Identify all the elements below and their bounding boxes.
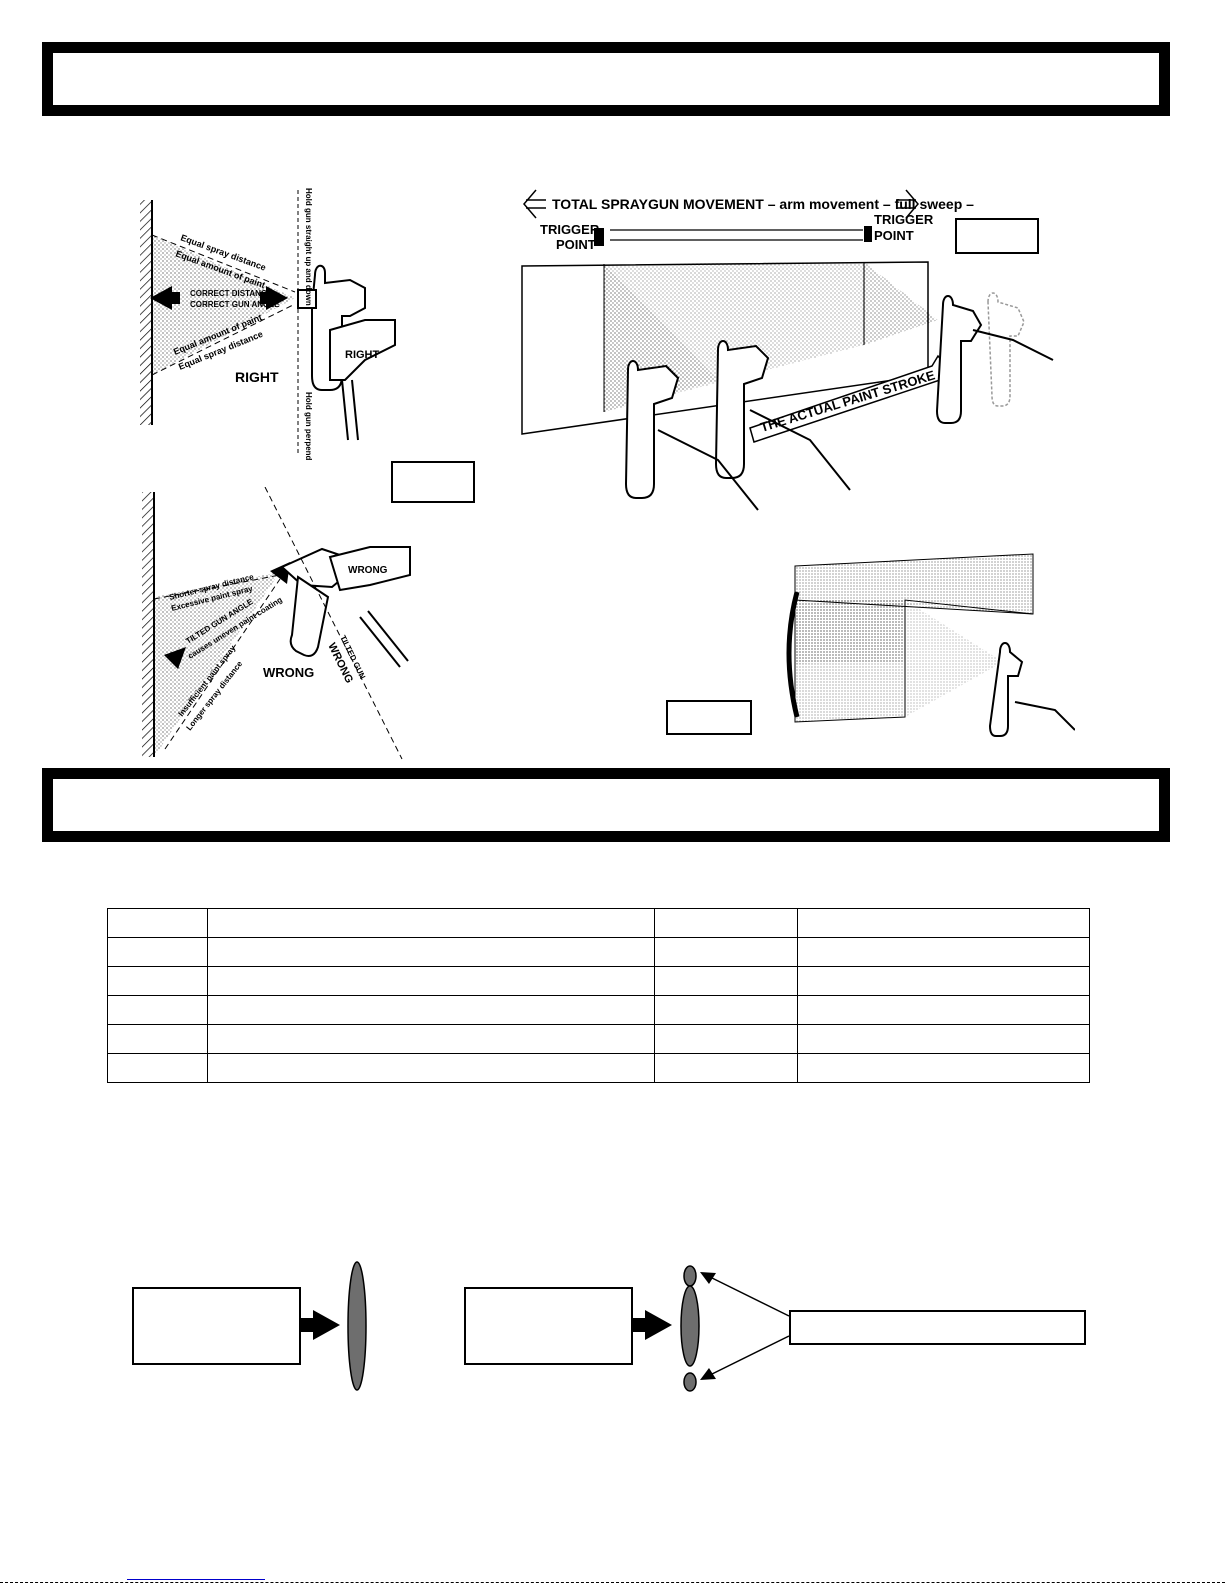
trigger-right-2: POINT xyxy=(874,228,914,243)
table-cell xyxy=(107,966,208,996)
table-cell xyxy=(797,1024,1090,1054)
right-label-main: RIGHT xyxy=(235,369,279,385)
stroke-total: TOTAL SPRAYGUN MOVEMENT – arm movement –… xyxy=(552,196,974,212)
table-cell xyxy=(654,966,799,996)
tail-bottom-ellipse xyxy=(683,1372,697,1392)
wrong-label-hand: WRONG xyxy=(348,565,388,576)
table-row xyxy=(107,908,1090,938)
section-banner-bottom xyxy=(42,768,1170,842)
trigger-right-1: TRIGGER xyxy=(874,212,934,227)
good-pattern-ellipse xyxy=(347,1261,367,1391)
section-banner-top xyxy=(42,42,1170,116)
table-cell xyxy=(107,908,208,938)
table-cell xyxy=(206,908,656,938)
table-row xyxy=(107,995,1090,1025)
table-cell xyxy=(206,1024,656,1054)
figure-overlap-coat xyxy=(775,552,1075,747)
figure-label-box-2 xyxy=(955,218,1039,254)
figure-right-technique: Equal spray distance Equal amount of pai… xyxy=(130,180,430,460)
table-row xyxy=(107,1024,1090,1054)
wrong-label-main: WRONG xyxy=(263,665,314,680)
spec-table xyxy=(107,908,1090,1083)
arrow-shaft xyxy=(633,1318,645,1332)
table-row xyxy=(107,966,1090,996)
figure-label-box-1 xyxy=(391,461,475,503)
right-center1: CORRECT DISTANCE xyxy=(190,289,273,298)
footer-link-underline xyxy=(127,1579,265,1580)
right-top-note: Hold gun straight up and down xyxy=(304,188,313,306)
table-cell xyxy=(654,1024,799,1054)
trigger-left-2: POINT xyxy=(556,237,596,252)
right-label-hand: RIGHT xyxy=(345,349,380,361)
pattern-box-left xyxy=(132,1287,301,1365)
table-cell xyxy=(797,937,1090,967)
section-banner-top-inner xyxy=(51,51,1161,107)
right-bottom-note: Hold gun perpendicular xyxy=(304,392,313,460)
footer-rule xyxy=(0,1582,1225,1583)
table-cell xyxy=(206,995,656,1025)
figure-paint-stroke: TOTAL SPRAYGUN MOVEMENT – arm movement –… xyxy=(518,180,1058,545)
pattern-box-middle xyxy=(464,1287,633,1365)
table-cell xyxy=(797,1053,1090,1083)
table-row xyxy=(107,937,1090,967)
arrow-right-icon xyxy=(645,1310,672,1340)
table-cell xyxy=(107,1024,208,1054)
pattern-box-right xyxy=(789,1310,1086,1345)
figure-label-box-3 xyxy=(666,700,752,735)
table-cell xyxy=(797,908,1090,938)
trigger-left-1: TRIGGER xyxy=(540,222,600,237)
table-cell xyxy=(107,995,208,1025)
arrow-up-left-icon xyxy=(700,1272,716,1284)
arrow-right-icon xyxy=(313,1310,340,1340)
wall-hatch-icon xyxy=(142,492,154,757)
table-cell xyxy=(107,937,208,967)
tail-top-ellipse xyxy=(683,1265,697,1287)
table-cell xyxy=(654,937,799,967)
table-cell xyxy=(797,966,1090,996)
table-row xyxy=(107,1053,1090,1083)
table-cell xyxy=(206,937,656,967)
right-center2: CORRECT GUN ANGLE xyxy=(190,300,280,309)
table-cell xyxy=(654,1053,799,1083)
table-cell xyxy=(206,1053,656,1083)
spray-pattern-diagram xyxy=(301,1261,790,1392)
table-cell xyxy=(654,908,799,938)
center-ellipse xyxy=(680,1285,700,1367)
arrow-down-left-icon xyxy=(700,1368,716,1380)
figure-wrong-technique: Shorter spray distance Excessive paint s… xyxy=(130,487,430,762)
table-cell xyxy=(797,995,1090,1025)
table-cell xyxy=(206,966,656,996)
wall-hatch-icon xyxy=(140,200,152,425)
arrow-shaft xyxy=(301,1318,313,1332)
section-banner-bottom-inner xyxy=(51,777,1161,833)
table-cell xyxy=(654,995,799,1025)
table-cell xyxy=(107,1053,208,1083)
